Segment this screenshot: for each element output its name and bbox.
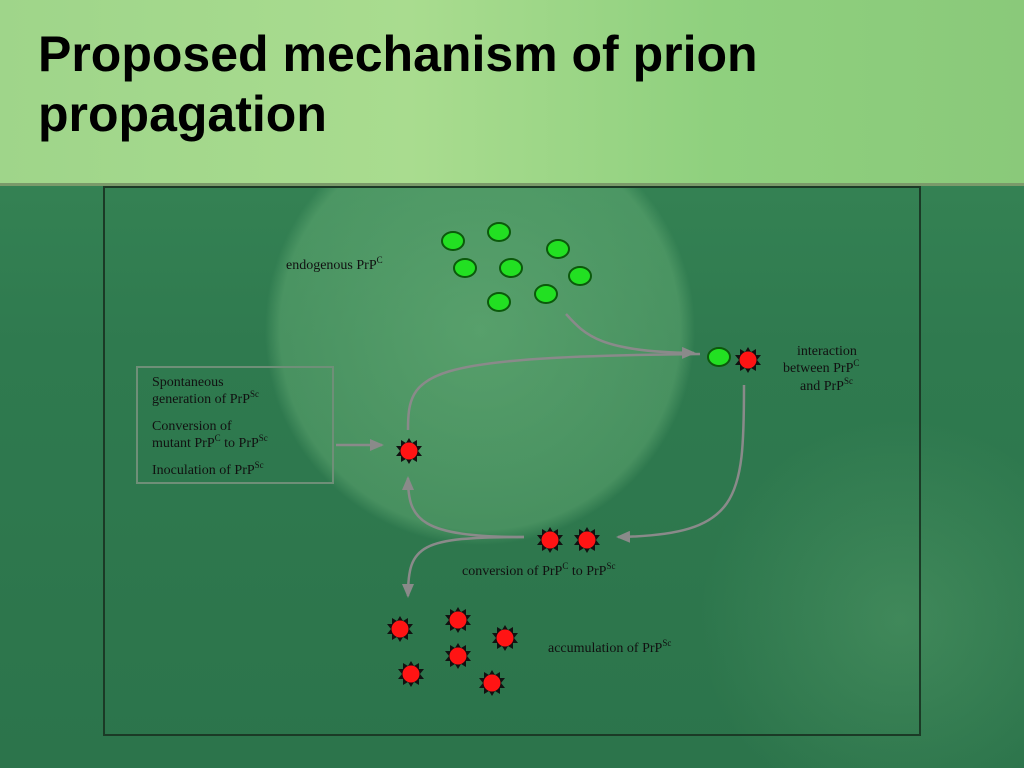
- prpsc-molecule: [479, 670, 505, 696]
- prpsc-molecule: [445, 607, 471, 633]
- title-band: [0, 0, 1024, 186]
- conversion-label: conversion of PrPC to PrPSc: [462, 561, 616, 580]
- conversion-pair: [537, 527, 600, 553]
- prpc-molecule: [546, 239, 570, 259]
- interaction-pair: [707, 347, 761, 373]
- prpc-molecule: [568, 266, 592, 286]
- source-inoculation: Inoculation of PrPSc: [152, 460, 264, 479]
- prpsc-molecule: [398, 661, 424, 687]
- source-spontaneous-line1: Spontaneous: [152, 375, 224, 390]
- prpc-molecule: [707, 347, 731, 367]
- accumulation-cluster: [387, 607, 518, 696]
- prpsc-molecule: [537, 527, 563, 553]
- prpc-molecule: [534, 284, 558, 304]
- source-spontaneous-line2: generation of PrPSc: [152, 389, 259, 408]
- prpsc-molecule-entry: [396, 438, 422, 464]
- interaction-label-line2: between PrPC: [783, 358, 860, 377]
- interaction-label-line3: and PrPSc: [800, 376, 853, 395]
- prpsc-molecule: [445, 643, 471, 669]
- accumulation-label: accumulation of PrPSc: [548, 638, 672, 657]
- endogenous-prpc-cluster: [441, 222, 592, 312]
- endogenous-prpc-label: endogenous PrPC: [286, 255, 383, 274]
- arrow-conversion-to-recycle: [402, 476, 525, 539]
- arrow-spontaneous-to-interaction: [406, 352, 701, 431]
- source-mutant-line1: Conversion of: [152, 419, 232, 434]
- interaction-label-line1: interaction: [797, 344, 857, 359]
- prpsc-molecule: [492, 625, 518, 651]
- prpsc-molecule: [735, 347, 761, 373]
- arrow-interaction-to-conversion: [616, 384, 746, 543]
- arrow-conversion-to-accumulation: [402, 535, 525, 598]
- prpc-molecule: [441, 231, 465, 251]
- page-title: Proposed mechanism of prion propagation: [38, 26, 758, 142]
- prpc-molecule: [487, 292, 511, 312]
- source-mutant-line2: mutant PrPC to PrPSc: [152, 433, 268, 452]
- prpc-molecule: [499, 258, 523, 278]
- prpsc-molecule: [387, 616, 413, 642]
- prpsc-sources-box: Spontaneous generation of PrPSc Conversi…: [136, 366, 334, 484]
- prpc-molecule: [453, 258, 477, 278]
- arrow-endogenous-to-interaction: [565, 313, 696, 359]
- prpsc-molecule: [574, 527, 600, 553]
- prpc-molecule: [487, 222, 511, 242]
- diagram-frame: [103, 186, 921, 736]
